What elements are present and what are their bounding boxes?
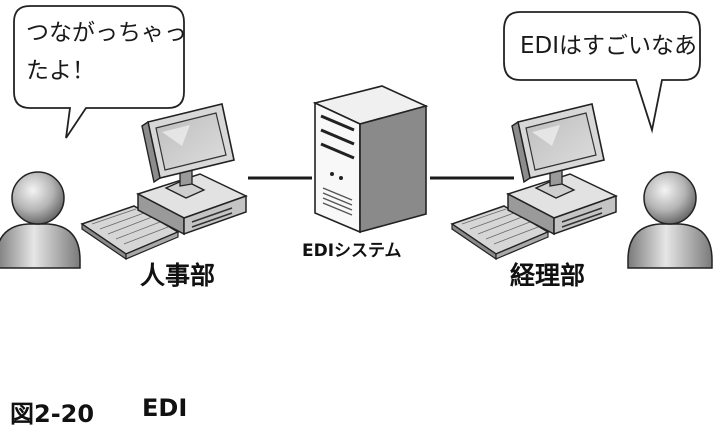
right-computer-icon — [451, 103, 617, 260]
figure-title: EDI — [142, 394, 188, 422]
right-department-label: 経理部 — [510, 261, 586, 290]
right-speech-bubble — [503, 11, 701, 134]
right-bubble-text: EDIはすごいなあ — [520, 33, 698, 59]
right-person-icon — [627, 171, 713, 269]
left-department-label: 人事部 — [140, 261, 216, 290]
left-bubble-line-1: つながっちゃっ — [26, 20, 187, 46]
left-speech-bubble — [13, 5, 185, 139]
server-label: EDIシステム — [302, 241, 402, 261]
figure-number: 図2-20 — [10, 400, 95, 428]
left-computer-icon — [81, 103, 247, 260]
server-icon — [312, 85, 429, 234]
left-bubble-line-2: たよ！ — [26, 58, 95, 84]
left-person-icon — [0, 171, 81, 269]
